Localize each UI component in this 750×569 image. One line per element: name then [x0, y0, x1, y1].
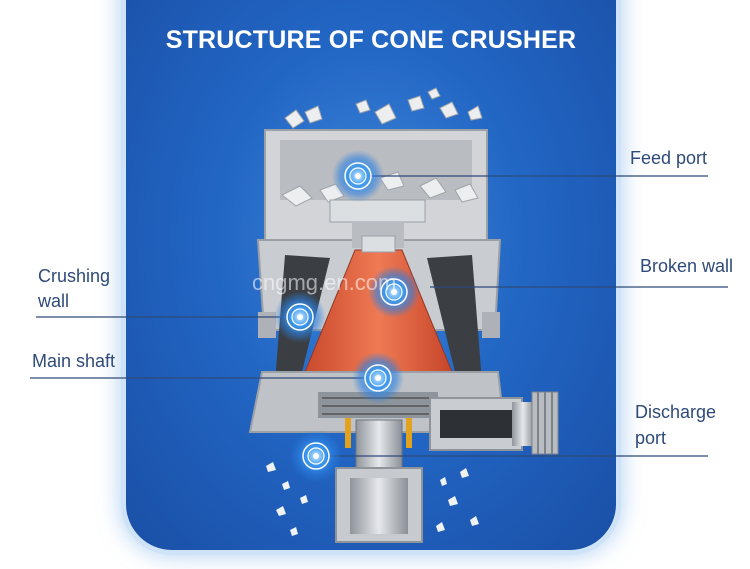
feed-hopper	[264, 87, 488, 246]
diagram-title: STRUCTURE OF CONE CRUSHER	[165, 26, 577, 54]
label-discharge-port-line2: port	[635, 428, 667, 448]
label-broken-wall: Broken wall	[640, 256, 734, 276]
feed-port-marker-icon	[332, 150, 384, 202]
discharge-port-marker-icon	[290, 430, 342, 482]
label-crushing-wall-line1: Crushing	[38, 266, 111, 286]
leader-lines	[30, 175, 728, 457]
crushing-wall-marker-icon	[274, 291, 326, 343]
label-main-shaft: Main shaft	[32, 351, 116, 371]
watermark: cngmg.en.com	[252, 270, 397, 295]
callout-markers	[274, 150, 420, 482]
main-shaft-marker-icon	[352, 352, 404, 404]
label-feed-port: Feed port	[630, 148, 708, 168]
label-crushing-wall-line2: wall	[38, 291, 70, 311]
discharged-particles	[266, 462, 479, 536]
broken-wall-marker-icon	[368, 266, 420, 318]
drive-shaft	[429, 391, 559, 455]
label-discharge-port-line1: Discharge	[635, 402, 717, 422]
